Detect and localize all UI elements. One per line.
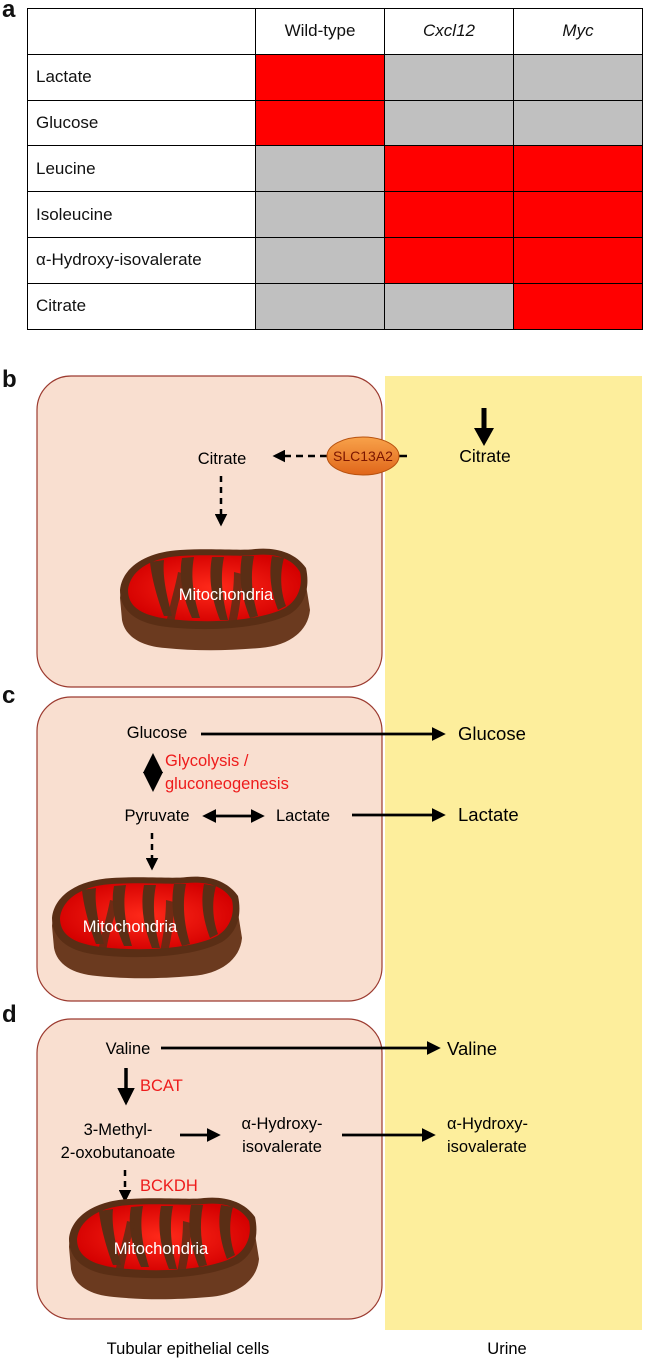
panel-label-d: d <box>2 1001 17 1028</box>
intermediate-line1: 3-Methyl- <box>84 1121 153 1139</box>
citrate-urine-label: Citrate <box>459 446 511 466</box>
table-corner-cell <box>27 8 256 55</box>
table-row: Glucose <box>27 99 643 147</box>
table-row: Isoleucine <box>27 191 643 238</box>
table-row: Citrate <box>27 282 643 330</box>
row-label: Lactate <box>27 53 256 101</box>
table-cell <box>513 236 643 284</box>
row-label: Leucine <box>27 145 256 193</box>
citrate-down-arrow-icon <box>474 428 494 446</box>
bckdh-label: BCKDH <box>140 1177 198 1195</box>
glycolysis-label: Glycolysis / <box>165 752 249 770</box>
panel-label-a: a <box>2 0 16 23</box>
table-cell <box>255 282 385 330</box>
row-label: Citrate <box>27 282 256 330</box>
table-cell <box>384 53 514 101</box>
row-label: Glucose <box>27 99 256 147</box>
row-label: α-Hydroxy-isovalerate <box>27 236 256 284</box>
glucose-cell-label: Glucose <box>127 724 188 742</box>
lactate-cell-label: Lactate <box>276 807 330 825</box>
glucose-urine-label: Glucose <box>458 723 526 744</box>
table-cell <box>255 236 385 284</box>
column-header-myc: Myc <box>513 8 643 55</box>
mitochondria-c-label: Mitochondria <box>83 918 178 936</box>
hiv-urine-line1: α-Hydroxy- <box>447 1115 528 1133</box>
mitochondria-b-label: Mitochondria <box>179 586 274 604</box>
lactate-urine-label: Lactate <box>458 804 519 825</box>
table-cell <box>384 145 514 193</box>
row-label: Isoleucine <box>27 191 256 238</box>
table-row: α-Hydroxy-isovalerate <box>27 236 643 284</box>
valine-urine-label: Valine <box>447 1038 497 1059</box>
hiv-urine-line2: isovalerate <box>447 1138 527 1156</box>
table-cell <box>384 236 514 284</box>
table-cell <box>513 53 643 101</box>
urine-label: Urine <box>487 1340 526 1358</box>
table-cell <box>384 282 514 330</box>
panel-label-b: b <box>2 366 17 393</box>
bcat-label: BCAT <box>140 1077 183 1095</box>
table-cell <box>513 191 643 238</box>
table-cell <box>384 191 514 238</box>
gluconeogenesis-label: gluconeogenesis <box>165 775 289 793</box>
tubular-cells-label: Tubular epithelial cells <box>107 1340 270 1358</box>
table-cell <box>384 99 514 147</box>
column-header-wild-type: Wild-type <box>255 8 385 55</box>
citrate-cell-label: Citrate <box>198 450 247 468</box>
intermediate-line2: 2-oxobutanoate <box>61 1144 176 1162</box>
table-cell <box>255 99 385 147</box>
urine-region <box>385 376 642 1330</box>
table-cell <box>255 191 385 238</box>
hiv-cell-line2: isovalerate <box>242 1138 322 1156</box>
mitochondria-d-label: Mitochondria <box>114 1240 209 1258</box>
metabolite-table: Wild-type Cxcl12 Myc Lactate Glucose Leu… <box>27 8 643 330</box>
slc13a2-label: SLC13A2 <box>333 448 393 464</box>
pyruvate-label: Pyruvate <box>124 807 189 825</box>
table-cell <box>513 282 643 330</box>
table-header-row: Wild-type Cxcl12 Myc <box>27 8 643 55</box>
valine-cell-label: Valine <box>106 1040 151 1058</box>
slc13a2-transporter <box>326 436 400 476</box>
hiv-cell-line1: α-Hydroxy- <box>241 1115 322 1133</box>
panel-label-c: c <box>2 682 16 709</box>
table-cell <box>513 99 643 147</box>
